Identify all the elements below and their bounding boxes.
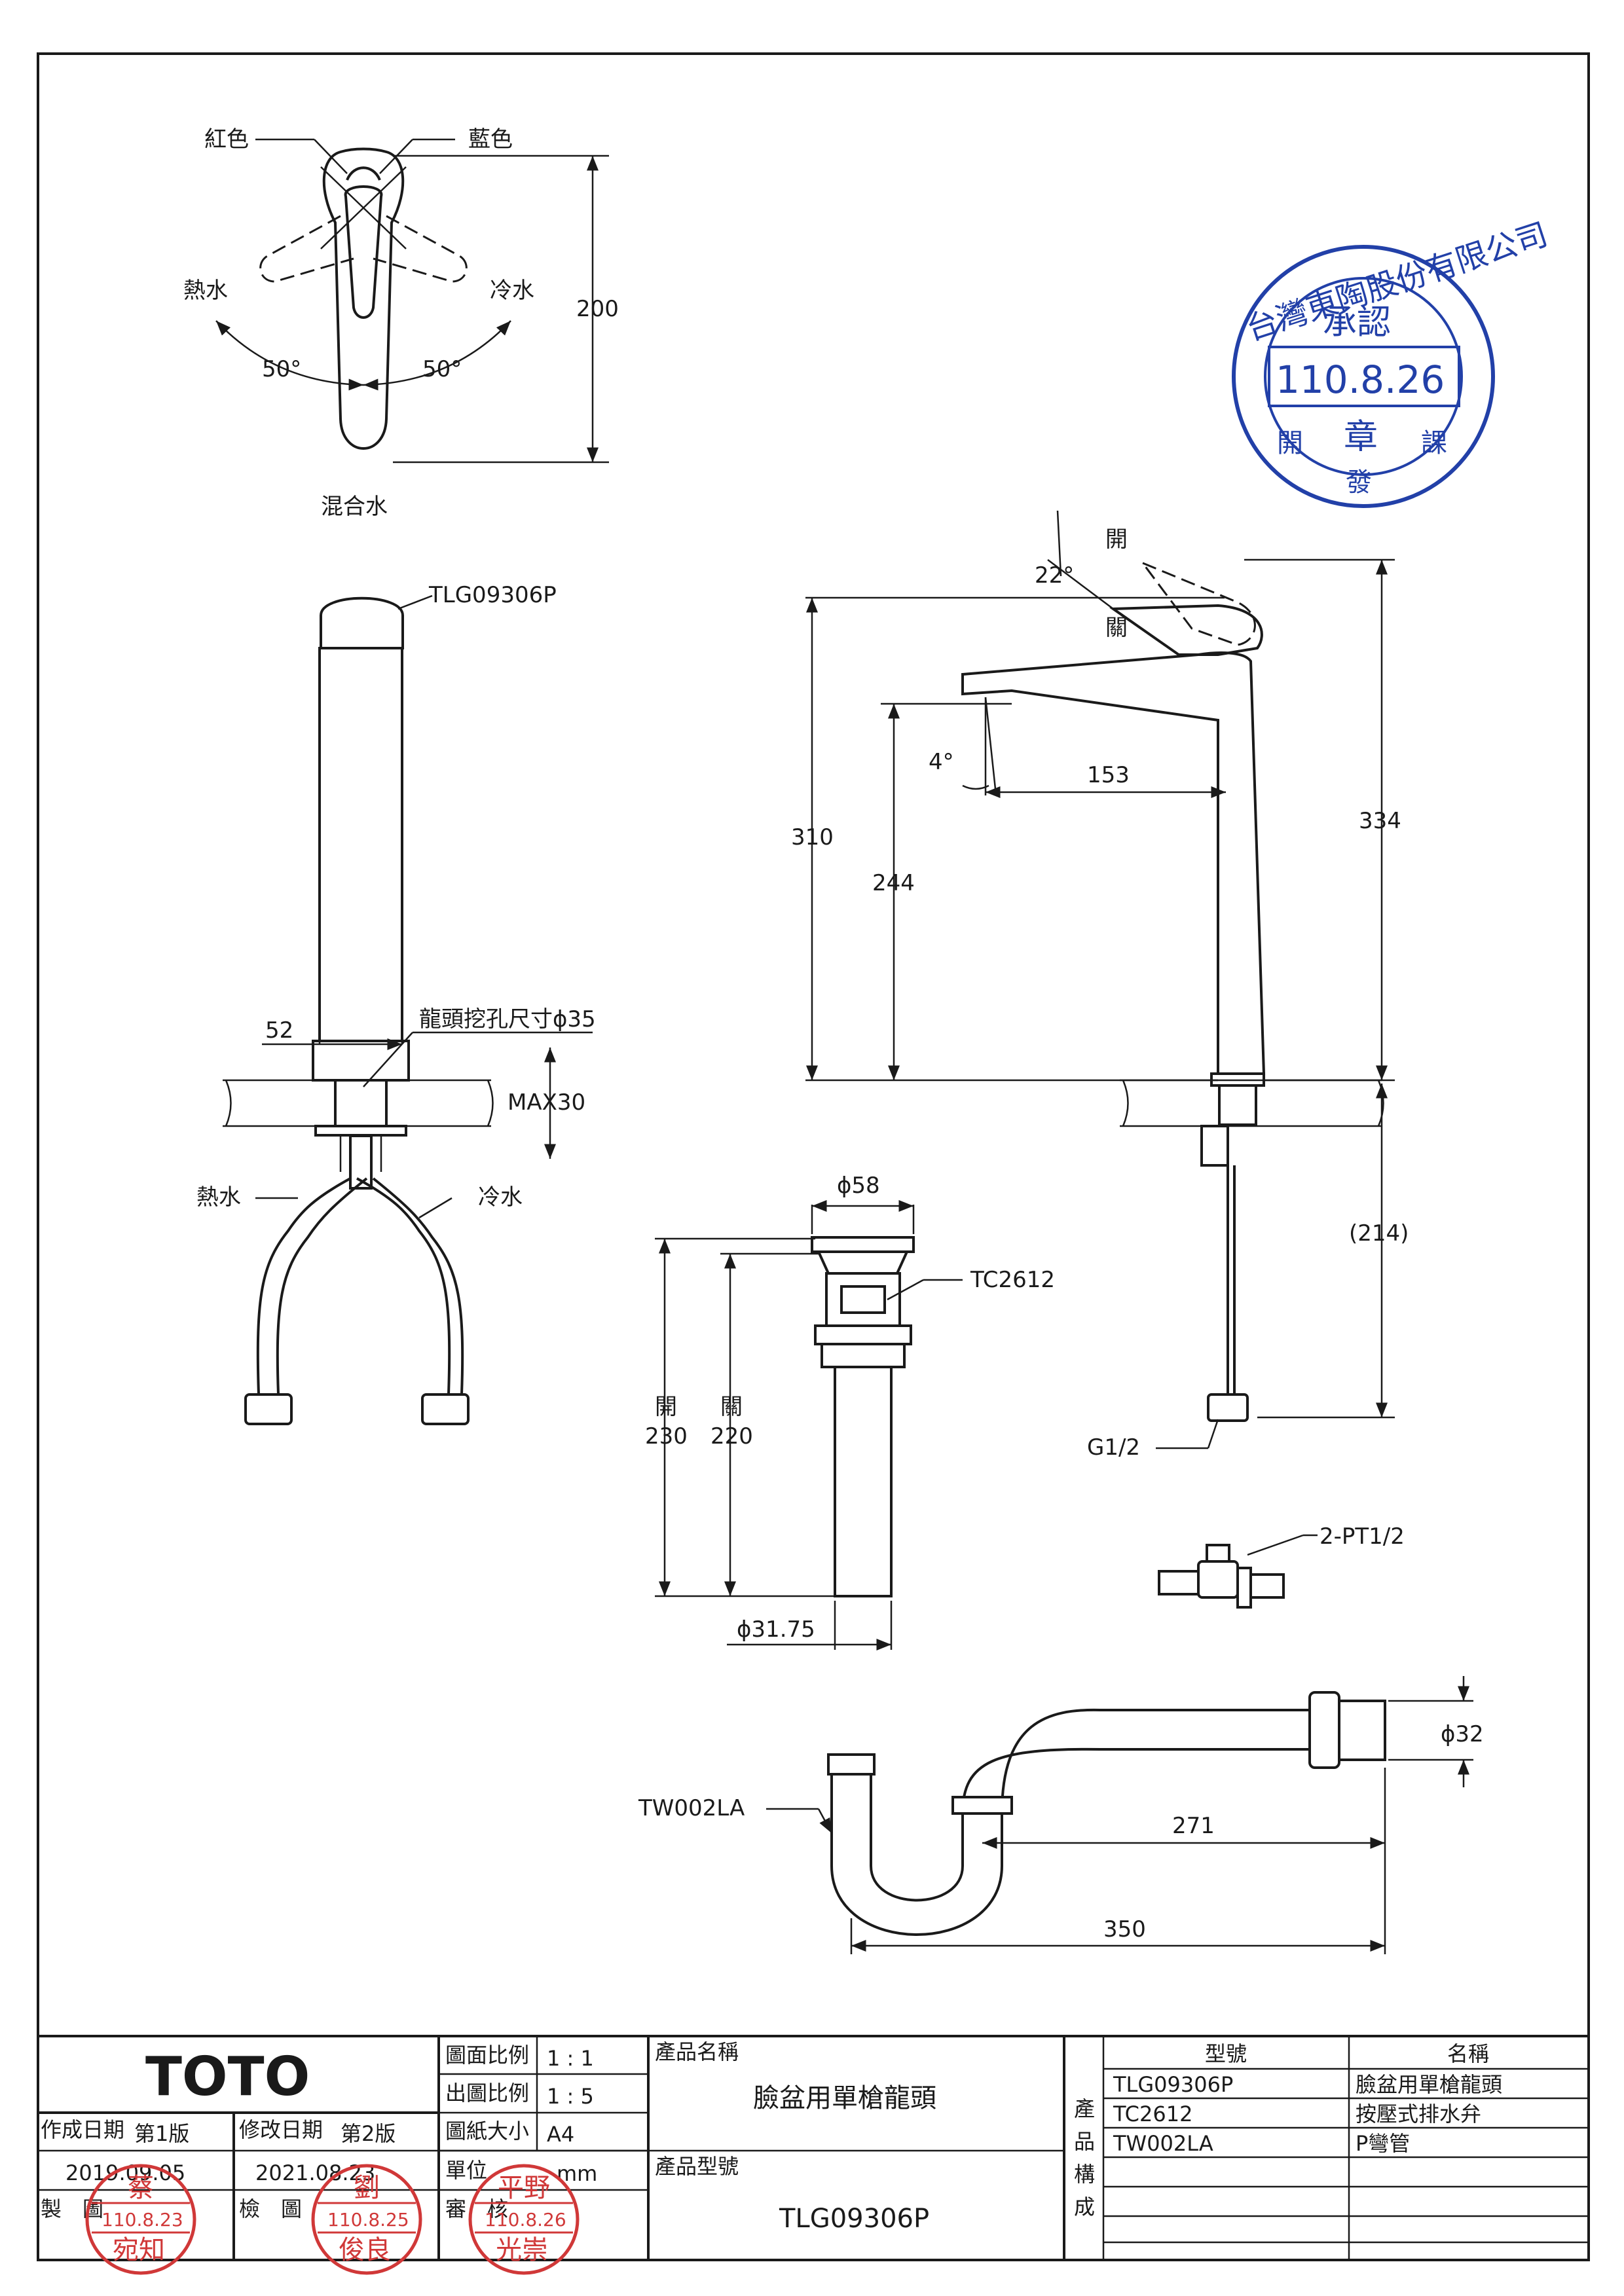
front-max-dim: MAX30 (507, 1089, 585, 1116)
side-angle-handle: 22° (1035, 562, 1074, 589)
drain-view: ϕ58 TC2612 開 230 關 220 ϕ31.75 (645, 1173, 1055, 1650)
revised-label: 修改日期 (239, 2117, 323, 2142)
row-name-2: 按壓式排水弁 (1356, 2102, 1481, 2126)
stamp-2-date: 110.8.25 (327, 2209, 409, 2231)
side-thread-label: G1/2 (1087, 1434, 1140, 1461)
side-height-total: 310 (791, 824, 834, 850)
drain-close-len: 220 (710, 1423, 753, 1449)
signature-stamp-3: 平野 110.8.26 光崇 (468, 2164, 580, 2275)
row-name-3: P彎管 (1356, 2131, 1410, 2156)
drain-dia-pipe: ϕ31.75 (737, 1616, 815, 1643)
top-view: 紅色 藍色 熱水 冷水 50° 50° 200 混合水 (183, 126, 619, 520)
trap-len-inner: 271 (1172, 1813, 1215, 1839)
created-edition: 第1版 (134, 2121, 189, 2146)
approval-bottom-left: 開 (1277, 428, 1303, 458)
scale-value: 1 : 1 (547, 2046, 594, 2071)
approval-stamp: 台灣東陶股份有限公司 承認 110.8.26 章 開 發 課 (1232, 216, 1552, 508)
side-reach-dim: 153 (1087, 762, 1130, 788)
approval-seal: 章 (1344, 418, 1378, 457)
front-hot-label: 熱水 (196, 1184, 241, 1211)
approval-bottom-mid: 發 (1346, 467, 1372, 498)
row-model-3: TW002LA (1113, 2131, 1213, 2156)
made-label: 製 圖 (41, 2196, 103, 2221)
title-block: TOTO 圖面比例 1 : 1 出圖比例 1 : 5 圖紙大小 A4 單位 mm… (37, 2035, 1590, 2261)
side-height-spout: 244 (872, 870, 915, 896)
signature-stamp-2: 劉 110.8.25 俊良 (311, 2164, 422, 2275)
stamp-3-name-bottom: 光崇 (496, 2235, 548, 2265)
top-mixed-label: 混合水 (321, 494, 388, 520)
approval-date: 110.8.26 (1276, 357, 1445, 402)
drain-close-label: 關 (720, 1394, 743, 1420)
trap-model-label: TW002LA (638, 1795, 745, 1821)
trap-view: ϕ32 271 350 TW002LA (638, 1676, 1484, 1954)
trap-dia: ϕ32 (1441, 1721, 1484, 1747)
stamp-1-name-top: 蔡 (128, 2173, 154, 2203)
front-model-label: TLG09306P (428, 582, 557, 608)
top-height-dim: 200 (576, 296, 619, 322)
stamp-2-name-bottom: 俊良 (339, 2235, 391, 2265)
signature-stamp-1: 蔡 110.8.23 宛知 (85, 2164, 196, 2275)
top-hot-label: 熱水 (183, 278, 228, 304)
side-hose-dim: (214) (1349, 1220, 1409, 1247)
front-view: TLG09306P 52 龍頭挖孔尺寸ϕ35 MAX30 熱水 冷水 (196, 582, 596, 1425)
review-label: 審 核 (445, 2196, 508, 2221)
print-scale-value: 1 : 5 (547, 2084, 594, 2109)
product-model-label: 產品型號 (655, 2154, 739, 2179)
stamp-1-name-bottom: 宛知 (113, 2235, 165, 2265)
check-label: 檢 圖 (239, 2196, 302, 2221)
side-close-label: 關 (1105, 615, 1128, 641)
stamp-1-date: 110.8.23 (101, 2209, 183, 2231)
row-model-1: TLG09306P (1113, 2072, 1233, 2097)
trap-len-outer: 350 (1103, 1916, 1146, 1942)
drain-open-len: 230 (645, 1423, 688, 1449)
stamp-3-name-top: 平野 (498, 2173, 550, 2203)
front-cold-label: 冷水 (478, 1184, 523, 1211)
stamp-2-name-top: 劉 (354, 2173, 380, 2203)
brand-logo: TOTO (145, 2046, 310, 2108)
approval-approve: 承認 (1323, 303, 1391, 342)
drain-open-label: 開 (655, 1394, 677, 1420)
revised-date: 2021.08.23 (255, 2160, 375, 2185)
composition-char-2: 品 (1074, 2129, 1095, 2154)
top-red-label: 紅色 (204, 126, 249, 153)
stamp-3-date: 110.8.26 (485, 2209, 566, 2231)
top-blue-label: 藍色 (468, 126, 513, 153)
side-view: 310 244 334 (214) 153 4° 22° 開 關 G1/2 (791, 510, 1409, 1461)
composition-char-4: 成 (1074, 2195, 1095, 2219)
front-hole-label: 龍頭挖孔尺寸ϕ35 (419, 1006, 596, 1032)
drain-model-label: TC2612 (970, 1267, 1055, 1293)
product-name: 臉盆用單槍龍頭 (753, 2083, 936, 2113)
top-cold-label: 冷水 (490, 278, 534, 304)
row-name-1: 臉盆用單槍龍頭 (1356, 2072, 1502, 2097)
print-scale-label: 出圖比例 (445, 2081, 529, 2105)
top-angle-right: 50° (422, 356, 462, 382)
front-width-dim: 52 (265, 1017, 293, 1044)
col-name-header: 名稱 (1447, 2041, 1489, 2066)
approval-company: 台灣東陶股份有限公司 (1242, 216, 1552, 348)
top-angle-left: 50° (262, 356, 301, 382)
drain-dia-top: ϕ58 (837, 1173, 880, 1199)
revised-edition: 第2版 (341, 2121, 396, 2146)
scale-label: 圖面比例 (445, 2043, 529, 2068)
product-model: TLG09306P (779, 2204, 929, 2234)
unit-label: 單位 (445, 2158, 487, 2183)
valve-label: 2-PT1/2 (1320, 1523, 1405, 1550)
side-angle-spout: 4° (929, 749, 954, 775)
paper-label: 圖紙大小 (445, 2119, 529, 2143)
side-open-label: 開 (1105, 526, 1128, 553)
side-height-top: 334 (1359, 808, 1401, 834)
product-name-label: 產品名稱 (655, 2039, 739, 2064)
col-model-header: 型號 (1205, 2041, 1247, 2066)
composition-char-3: 構 (1074, 2162, 1095, 2187)
row-model-2: TC2612 (1113, 2102, 1192, 2126)
composition-char-1: 產 (1074, 2096, 1095, 2121)
paper-value: A4 (547, 2122, 574, 2147)
valve-view: 2-PT1/2 (1158, 1523, 1405, 1609)
approval-bottom-right: 課 (1421, 428, 1447, 458)
created-label: 作成日期 (41, 2117, 124, 2142)
